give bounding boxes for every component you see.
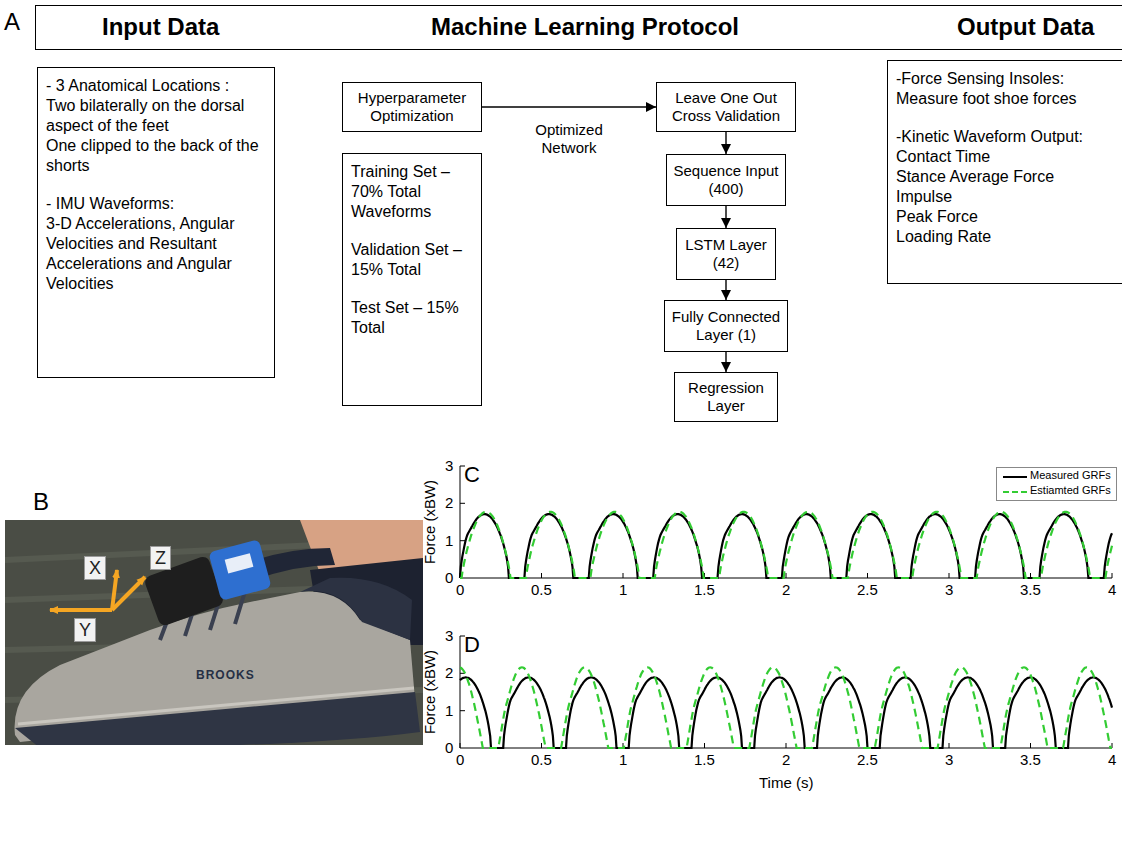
legend-text: Measured GRFs: [1030, 469, 1111, 482]
node-text: One clipped to the back of the shorts: [46, 136, 266, 176]
axis-title: Time (s): [759, 774, 813, 792]
tick-label: 0.5: [531, 751, 552, 769]
measured-curve: [460, 514, 1112, 578]
brand-mark: BROOKS: [196, 668, 255, 682]
tick-label: 3.5: [1020, 581, 1041, 599]
node-text: - IMU Waveforms:: [46, 194, 266, 214]
imu-sticker: [225, 553, 254, 573]
tick-label: 0: [445, 739, 453, 757]
tick-label: 1.5: [694, 751, 715, 769]
tick-marks: [460, 573, 1112, 748]
imu-clip: [208, 539, 271, 601]
input-box: - 3 Anatomical Locations :Two bilaterall…: [37, 67, 275, 378]
flow-arrow: [725, 206, 726, 228]
node-text: Fully Connected Layer (1): [671, 308, 781, 344]
panel-letter: D: [464, 632, 480, 658]
tick-label: 3: [445, 457, 453, 475]
axis-label: X: [84, 556, 106, 580]
node-text: Stance Average Force: [896, 167, 1122, 187]
tick-label: 0.5: [531, 581, 552, 599]
axis-label: Z: [150, 546, 171, 570]
flow-arrow: [725, 352, 726, 372]
shoe-photo: [5, 520, 423, 745]
node-text: Hyperparameter Optimization: [349, 89, 475, 125]
panel-letter: A: [4, 8, 20, 36]
tick-label: 3: [945, 751, 953, 769]
node-text: LSTM Layer (42): [683, 236, 769, 272]
tick-label: 0: [456, 751, 464, 769]
node-text: Loading Rate: [896, 227, 1122, 247]
tick-label: 2.5: [857, 751, 878, 769]
process-box: Leave One Out Cross Validation: [656, 82, 796, 132]
axis-title: Force (xBW): [421, 650, 439, 734]
legend-line-sample: [1003, 476, 1027, 478]
z-axis-arrow: [112, 577, 145, 610]
flow-arrow: [482, 106, 656, 107]
axis-title: Force (xBW): [421, 480, 439, 564]
tick-label: 1: [445, 532, 453, 550]
layer-box: Regression Layer: [674, 372, 778, 422]
node-text: -Kinetic Waveform Output:: [896, 127, 1122, 147]
node-text: Contact Time: [896, 147, 1122, 167]
data-split-box: Training Set – 70% Total WaveformsValida…: [342, 153, 482, 406]
node-text: Machine Learning Protocol: [431, 13, 739, 41]
layer-box: LSTM Layer (42): [676, 228, 776, 280]
flow-arrow: [725, 280, 726, 300]
node-text: Input Data: [102, 13, 219, 41]
node-text: Impulse: [896, 187, 1122, 207]
node-text: Regression Layer: [681, 379, 771, 415]
tick-label: 0: [445, 569, 453, 587]
node-text: Peak Force: [896, 207, 1122, 227]
node-text: Two bilaterally on the dorsal aspect of …: [46, 96, 266, 136]
plot-axes: [460, 466, 1112, 748]
estimated-curve: [460, 667, 1112, 748]
tick-label: 4: [1108, 751, 1116, 769]
tick-label: 2: [782, 751, 790, 769]
node-text: Leave One Out Cross Validation: [663, 89, 789, 125]
layer-box: Sequence Input (400): [666, 154, 786, 206]
tick-label: 1: [619, 581, 627, 599]
panel-letter: C: [464, 462, 480, 488]
section-header: Input Data Machine Learning Protocol Outpu…: [35, 5, 1122, 50]
tick-label: 0: [456, 581, 464, 599]
axis-line: [460, 636, 1112, 748]
node-text: Validation Set – 15% Total: [351, 240, 473, 280]
node-text: Training Set – 70% Total Waveforms: [351, 162, 473, 222]
node-text: Sequence Input (400): [673, 162, 779, 198]
output-box: -Force Sensing Insoles:Measure foot shoe…: [887, 60, 1122, 284]
midsole-line: [18, 688, 414, 724]
node-text: Output Data: [957, 13, 1094, 41]
node-text: Test Set – 15% Total: [351, 298, 473, 338]
tick-label: 3: [945, 581, 953, 599]
tick-label: 1: [445, 702, 453, 720]
node-text: Measure foot shoe forces: [896, 89, 1122, 109]
estimated-curve: [460, 512, 1112, 578]
legend-line-sample: [1003, 491, 1027, 493]
process-box: Hyperparameter Optimization: [342, 82, 482, 132]
tick-label: 2: [445, 494, 453, 512]
flow-arrow: [725, 132, 726, 154]
layer-box: Fully Connected Layer (1): [664, 300, 788, 352]
measured-curve: [460, 677, 1112, 748]
tick-label: 1: [619, 751, 627, 769]
axis-label: Y: [74, 618, 96, 642]
y-axis-arrow: [50, 608, 112, 612]
node-text: - 3 Anatomical Locations :: [46, 76, 266, 96]
tick-label: 2: [445, 664, 453, 682]
tick-label: 4: [1108, 581, 1116, 599]
edge-label: Optimized Network: [529, 121, 609, 157]
tick-label: 1.5: [694, 581, 715, 599]
tick-label: 2.5: [857, 581, 878, 599]
tick-label: 3.5: [1020, 751, 1041, 769]
legend-text: Estiamted GRFs: [1030, 484, 1111, 497]
tick-label: 3: [445, 627, 453, 645]
node-text: -Force Sensing Insoles:: [896, 69, 1122, 89]
panel-letter: B: [33, 488, 49, 516]
tick-label: 2: [782, 581, 790, 599]
node-text: 3-D Accelerations, Angular Velocities an…: [46, 214, 266, 294]
shoe-collar: [300, 578, 412, 640]
